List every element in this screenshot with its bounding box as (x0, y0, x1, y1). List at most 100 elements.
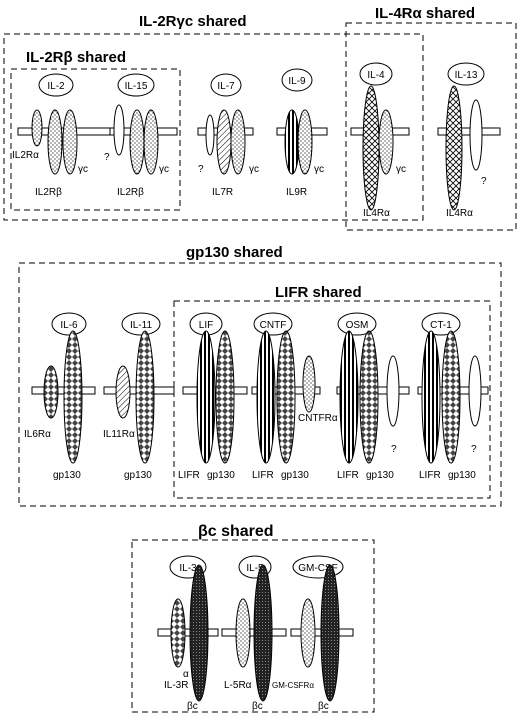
cytokine-il-13 (447, 62, 485, 86)
receptor-unknown (386, 355, 400, 427)
label-gp130: gp130 (366, 470, 394, 481)
cytokine-il-6 (51, 312, 87, 336)
receptor-cntfra (302, 355, 316, 413)
receptor-il6ra (43, 365, 59, 419)
cytokine-label-il-2: IL-2 (47, 81, 65, 92)
receptor-il5ra (235, 598, 251, 668)
label-bc: βc (318, 701, 329, 712)
label-bc: βc (187, 701, 198, 712)
receptor-lifr (421, 330, 441, 464)
label-question: ? (471, 444, 477, 455)
receptor-gp130 (63, 330, 83, 464)
cytokine-il-15 (117, 73, 155, 97)
label-il7r: IL7R (212, 187, 233, 198)
receptor-il2ra (31, 109, 43, 147)
cytokine-il-2 (38, 73, 74, 97)
label-il11ra: IL11Rα (103, 429, 135, 440)
title-il2rb-shared: IL-2Rβ shared (26, 49, 126, 66)
cytokine-label-lif: LIF (199, 320, 213, 331)
label-gc: γc (159, 164, 169, 175)
label-question: ? (198, 164, 204, 175)
label-lifr: LIFR (252, 470, 274, 481)
label-il4ra: IL4Rα (363, 208, 390, 219)
receptor-gp130 (215, 330, 235, 464)
label-gp130: gp130 (281, 470, 309, 481)
cytokine-il-7 (210, 73, 242, 97)
label-bc: βc (252, 701, 263, 712)
receptor-gc (378, 109, 394, 175)
receptor-gp130 (441, 330, 461, 464)
receptor-il2rb (129, 109, 145, 175)
cytokine-label-il-15: IL-15 (125, 81, 148, 92)
label-gc: γc (314, 164, 324, 175)
receptor-lifr (256, 330, 276, 464)
label-gp130: gp130 (124, 470, 152, 481)
receptor-gc (297, 109, 313, 175)
receptor-il7r (216, 109, 232, 175)
label-gmcsfra: GM-CSFRα (272, 681, 314, 690)
cytokine-label-il-6: IL-6 (60, 320, 78, 331)
receptor-il9r (284, 109, 300, 175)
cytokine-label-il-9: IL-9 (288, 76, 306, 87)
receptor-gc (230, 109, 246, 175)
receptor-il2rb (47, 109, 63, 175)
receptor-il3r (170, 598, 186, 668)
membrane (157, 628, 219, 637)
title-lifr-shared: LIFR shared (275, 284, 362, 301)
label-il4ra: IL4Rα (446, 208, 473, 219)
cytokine-label-il-11: IL-11 (130, 320, 152, 331)
cytokine-label-gm-csf: GM-CSF (298, 563, 337, 574)
group-box-gp130 (18, 262, 502, 507)
receptor-il11ra (115, 365, 131, 419)
title-gp130-shared: gp130 shared (186, 244, 283, 261)
cytokine-label-il-5: IL-5 (246, 563, 264, 574)
label-il3r: IL-3R (164, 680, 188, 691)
cytokine-il-9 (281, 68, 313, 92)
label-il2rb: IL2Rβ (117, 187, 144, 198)
title-il2rgc-shared: IL-2Rγc shared (139, 13, 247, 30)
label-gc: γc (78, 164, 88, 175)
receptor-lifr (339, 330, 359, 464)
label-question: ? (104, 152, 110, 163)
label-gp130: gp130 (53, 470, 81, 481)
cytokine-label-il-7: IL-7 (217, 81, 235, 92)
membrane (31, 386, 96, 395)
receptor-il4ra (445, 85, 463, 211)
cytokine-il-4 (359, 62, 393, 86)
group-box-il2rgc (3, 33, 424, 221)
receptor-lifr (196, 330, 216, 464)
label-gc: γc (249, 164, 259, 175)
group-box-lifr (173, 300, 491, 499)
receptor-bc (253, 564, 273, 702)
group-box-il2rb (10, 68, 181, 211)
label-lifr: LIFR (419, 470, 441, 481)
label-lifr: LIFR (178, 470, 200, 481)
receptor-gmcsfra (300, 598, 316, 668)
cytokine-label-ct-1: CT-1 (430, 320, 452, 331)
label-lifr: LIFR (337, 470, 359, 481)
label-gp130: gp130 (448, 470, 476, 481)
group-box-bc (131, 539, 375, 713)
label-question: ? (481, 176, 487, 187)
receptor-unknown (468, 355, 482, 427)
receptor-bc (189, 564, 209, 702)
title-bc-shared: βc shared (198, 523, 274, 540)
label-il5ra: L-5Rα (224, 680, 252, 691)
receptor-gc (62, 109, 78, 175)
cytokine-ct-1 (421, 312, 461, 336)
receptor-il4ra (362, 85, 380, 211)
cytokine-label-il-3: IL-3 (179, 563, 197, 574)
receptor-gp130 (135, 330, 155, 464)
label-il9r: IL9R (286, 187, 307, 198)
membrane (437, 127, 501, 136)
label-cntfra: CNTFRα (298, 413, 338, 424)
receptor-gp130 (276, 330, 296, 464)
cytokine-osm (337, 312, 377, 336)
receptor-small (205, 114, 215, 156)
receptor-bc (320, 564, 340, 702)
cytokine-label-il-13: IL-13 (455, 70, 478, 81)
cytokine-il-11 (121, 312, 161, 336)
label-il2rb: IL2Rβ (35, 187, 62, 198)
cytokine-label-osm: OSM (346, 320, 369, 331)
group-box-il4ra (345, 22, 517, 231)
